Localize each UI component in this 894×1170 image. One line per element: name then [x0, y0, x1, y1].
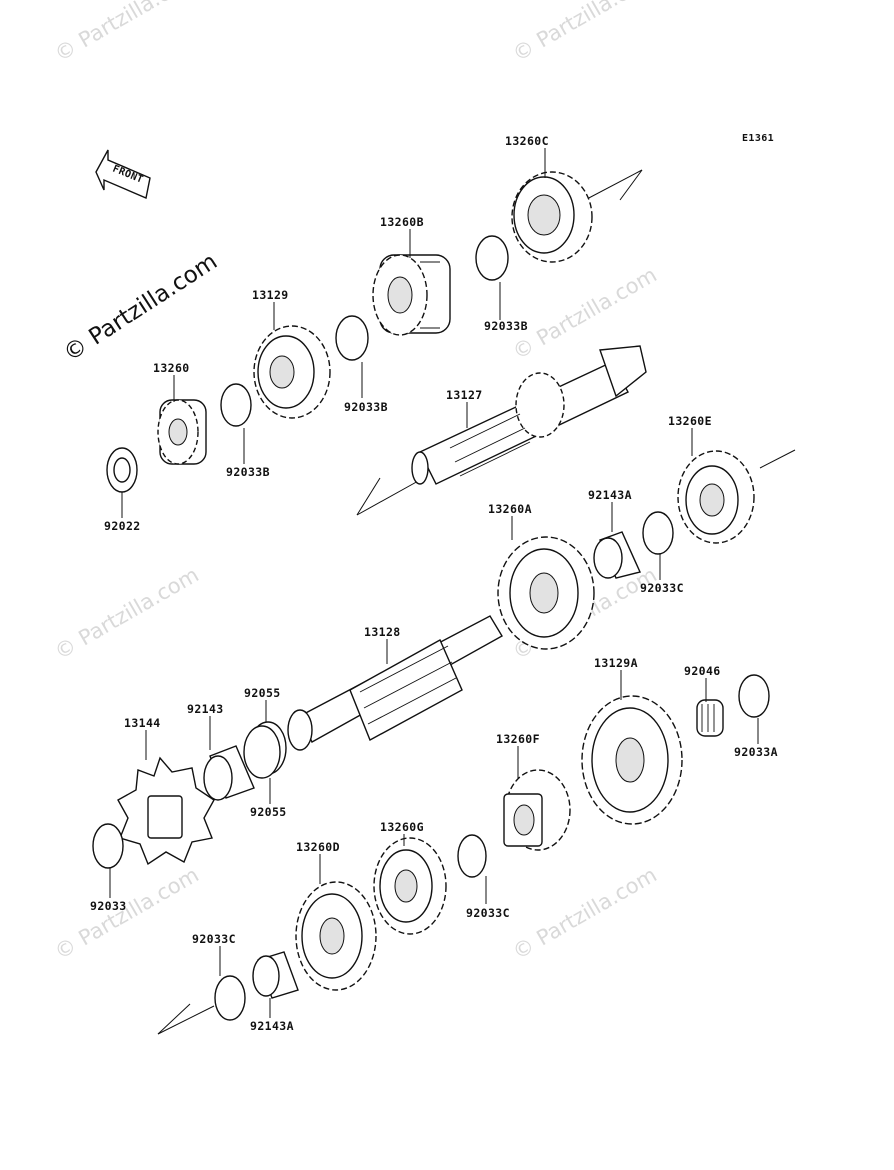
label-13260f[interactable]: 13260F [496, 732, 540, 746]
shaft-13127 [411, 345, 647, 485]
circlip-92033c-2 [457, 834, 487, 878]
label-92143a-2[interactable]: 92143A [250, 1019, 294, 1033]
leader-lines [109, 148, 759, 1018]
circlip-92033b-3 [220, 383, 252, 427]
label-13127[interactable]: 13127 [446, 388, 483, 402]
label-92046[interactable]: 92046 [684, 664, 721, 678]
label-92033c-2[interactable]: 92033C [466, 906, 510, 920]
label-13260a[interactable]: 13260A [488, 502, 532, 516]
washer-92022 [106, 447, 138, 493]
label-92033[interactable]: 92033 [90, 899, 127, 913]
gear-13260a [497, 536, 595, 650]
watermark-4: © Partzilla.com [51, 563, 203, 665]
label-13260e[interactable]: 13260E [668, 414, 712, 428]
gear-13129 [253, 325, 331, 419]
gear-13260c [511, 171, 593, 263]
label-92022[interactable]: 92022 [104, 519, 141, 533]
watermark-6: © Partzilla.com [51, 863, 203, 965]
watermark-main: © Partzilla.com [59, 249, 222, 367]
label-92143a-1[interactable]: 92143A [588, 488, 632, 502]
watermark-2: © Partzilla.com [509, 0, 661, 66]
label-13144[interactable]: 13144 [124, 716, 161, 730]
diagram-code: E1361 [742, 133, 774, 144]
gear-13260d [295, 881, 377, 991]
bearing-92046 [696, 699, 724, 737]
shaft-13128 [287, 615, 503, 751]
front-arrow-icon: FRONT [95, 149, 151, 199]
circlip-92033a [738, 674, 770, 718]
gear-13129a [581, 695, 683, 825]
watermark-1: © Partzilla.com [51, 0, 203, 66]
circlip-92055-2 [243, 725, 281, 779]
label-92033b-3[interactable]: 92033B [226, 465, 270, 479]
bush-92143a-1 [593, 531, 641, 579]
sprocket-13144 [117, 756, 215, 866]
label-92143[interactable]: 92143 [187, 702, 224, 716]
label-13260b[interactable]: 13260B [380, 215, 424, 229]
label-13260[interactable]: 13260 [153, 361, 190, 375]
bush-92143 [203, 745, 255, 801]
gear-13260e [677, 450, 755, 544]
label-13260g[interactable]: 13260G [380, 820, 424, 834]
label-92033a[interactable]: 92033A [734, 745, 778, 759]
label-92055-bottom[interactable]: 92055 [250, 805, 287, 819]
gear-13260f [503, 769, 571, 851]
label-13260d[interactable]: 13260D [296, 840, 340, 854]
gear-13260b [372, 254, 451, 336]
watermark-7: © Partzilla.com [509, 863, 661, 965]
gear-13260 [157, 399, 207, 465]
circlip-92033 [92, 823, 124, 869]
label-92055-top[interactable]: 92055 [244, 686, 281, 700]
label-92033c-1[interactable]: 92033C [640, 581, 684, 595]
label-92033b-2[interactable]: 92033B [344, 400, 388, 414]
circlip-92033c-1 [642, 511, 674, 555]
label-13129a[interactable]: 13129A [594, 656, 638, 670]
label-13128[interactable]: 13128 [364, 625, 401, 639]
label-13260c[interactable]: 13260C [505, 134, 549, 148]
label-92033c-3[interactable]: 92033C [192, 932, 236, 946]
gear-13260g [373, 837, 447, 935]
circlip-92033b-2 [335, 315, 369, 361]
circlip-92033b-1 [475, 235, 509, 281]
label-13129[interactable]: 13129 [252, 288, 289, 302]
label-92033b-1[interactable]: 92033B [484, 319, 528, 333]
bush-92143a-2 [252, 951, 299, 999]
circlip-92033c-3 [214, 975, 246, 1021]
part-labels: 13260C 13260B 92033B 13129 92033B 13260 … [90, 134, 778, 1033]
